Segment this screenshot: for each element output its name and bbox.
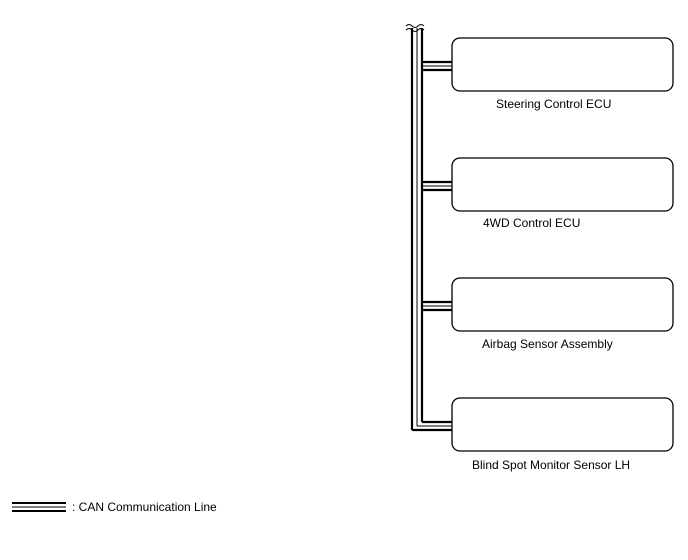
can-branch-1	[422, 60, 452, 72]
ecu-label-airbag-sensor: Airbag Sensor Assembly	[482, 337, 613, 351]
can-branch-4	[412, 420, 452, 432]
can-branch-2	[422, 180, 452, 192]
ecu-box-airbag-sensor	[451, 277, 674, 332]
ecu-label-steering-control: Steering Control ECU	[496, 97, 612, 111]
ecu-label-4wd-control: 4WD Control ECU	[483, 216, 581, 230]
ecu-label-blind-spot-monitor: Blind Spot Monitor Sensor LH	[472, 458, 631, 472]
ecu-box-4wd-control	[451, 157, 674, 212]
legend-label: : CAN Communication Line	[72, 500, 217, 514]
legend-can-line-symbol	[12, 502, 66, 512]
bus-break-mark	[405, 24, 425, 32]
can-branch-3	[422, 300, 452, 312]
can-bus-trunk	[410, 28, 424, 430]
ecu-box-steering-control	[451, 37, 674, 92]
ecu-box-blind-spot-monitor	[451, 397, 674, 452]
